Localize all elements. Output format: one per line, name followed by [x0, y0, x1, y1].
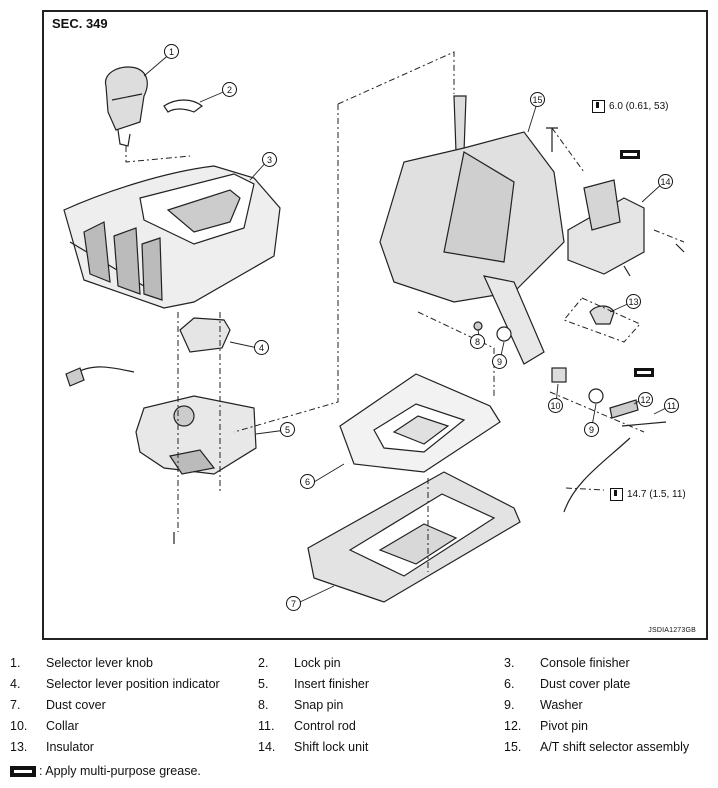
callout-11: 11: [664, 398, 679, 413]
callout-1: 1: [164, 44, 179, 59]
torque-wrench-icon: [592, 100, 605, 113]
exploded-view-diagram: SEC. 349 JSDIA1273GB 6.0 (0.61, 53) 14.7…: [42, 10, 708, 640]
grease-icon: [620, 150, 640, 159]
callout-6: 6: [300, 474, 315, 489]
dust-cover-part: [307, 471, 521, 603]
callout-9b: 9: [584, 422, 599, 437]
callout-3: 3: [262, 152, 277, 167]
washer-part-b: [588, 388, 604, 404]
legend-row: 4.Selector lever position indicator 5.In…: [10, 677, 631, 691]
position-indicator-part: [65, 317, 231, 387]
torque-spec-control-rod-value: 14.7 (1.5, 11): [627, 489, 686, 500]
torque-spec-bolt: 6.0 (0.61, 53): [592, 100, 668, 113]
section-label: SEC. 349: [52, 16, 108, 31]
torque-spec-bolt-value: 6.0 (0.61, 53): [609, 101, 669, 112]
legend-row: 10.Collar 11.Control rod 12.Pivot pin: [10, 719, 588, 733]
callout-2: 2: [222, 82, 237, 97]
figure-code: JSDIA1273GB: [648, 627, 696, 634]
diagram-drawing: [63, 51, 685, 603]
torque-spec-control-rod: 14.7 (1.5, 11): [610, 488, 686, 501]
callout-4: 4: [254, 340, 269, 355]
callout-14: 14: [658, 174, 673, 189]
insert-finisher-part: [135, 395, 257, 475]
grease-note: : Apply multi-purpose grease.: [10, 764, 201, 778]
callout-10: 10: [548, 398, 563, 413]
shift-lock-unit-part: [567, 179, 645, 275]
dust-cover-plate-part: [339, 373, 501, 473]
legend-row: 13.Insulator 14.Shift lock unit 15.A/T s…: [10, 740, 690, 754]
pivot-pin-part: [609, 399, 639, 419]
shift-selector-assembly-part: [379, 95, 565, 365]
console-finisher-part: [63, 165, 281, 309]
callout-8: 8: [470, 334, 485, 349]
lock-pin-part: [163, 99, 203, 113]
torque-wrench-icon: [610, 488, 623, 501]
callout-9a: 9: [492, 354, 507, 369]
callout-13: 13: [626, 294, 641, 309]
grease-note-text: : Apply multi-purpose grease.: [39, 764, 201, 778]
callout-5: 5: [280, 422, 295, 437]
grease-icon: [10, 765, 36, 777]
snap-pin-part: [473, 321, 483, 331]
legend-row: 7.Dust cover 8.Snap pin 9.Washer: [10, 698, 583, 712]
callout-15: 15: [530, 92, 545, 107]
callout-12: 12: [638, 392, 653, 407]
insulator-part: [589, 305, 615, 325]
selector-lever-knob-part: [104, 66, 148, 147]
grease-icon: [634, 368, 654, 377]
callout-7: 7: [286, 596, 301, 611]
collar-part: [551, 367, 567, 383]
legend-row: 1.Selector lever knob 2.Lock pin 3.Conso…: [10, 656, 630, 670]
washer-part-a: [496, 326, 512, 342]
